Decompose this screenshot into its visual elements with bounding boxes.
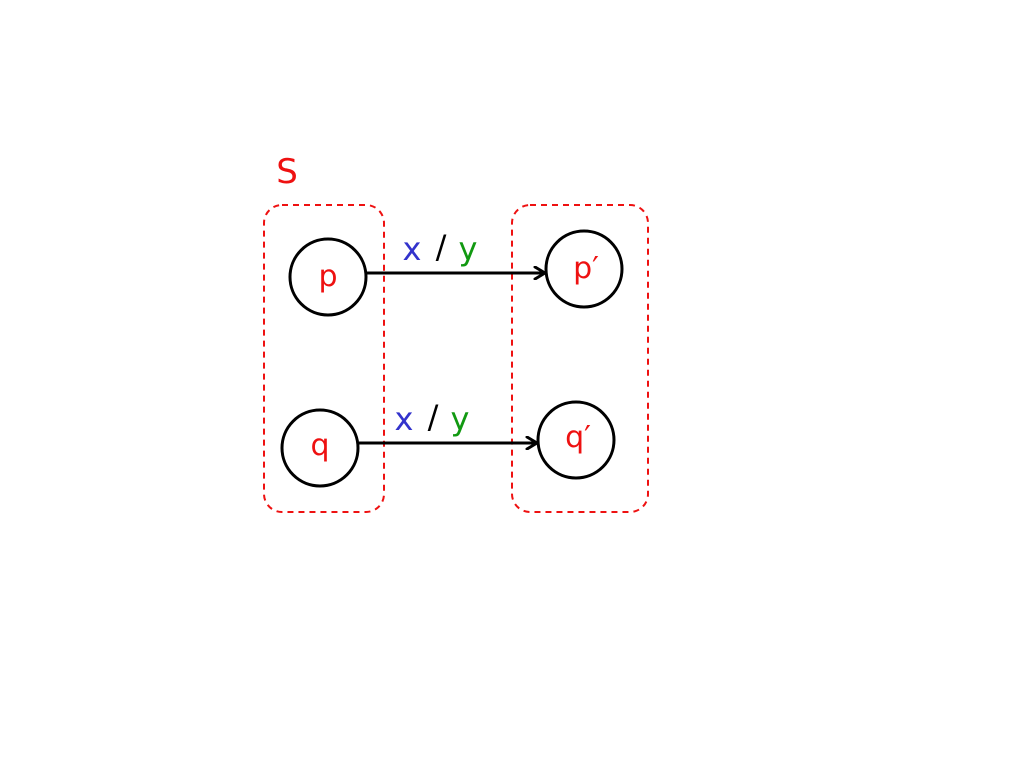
state-q-prime [536, 400, 616, 480]
transition-top-separator: / [436, 228, 447, 266]
state-p-prime [544, 229, 624, 309]
transition-top-input: x [403, 230, 422, 268]
transition-bottom-output: y [451, 400, 470, 438]
state-p-label: p [318, 259, 337, 294]
transition-bottom-input: x [395, 400, 414, 438]
transition-bottom-separator: / [428, 398, 439, 436]
state-p [288, 237, 368, 317]
transition-top-output: y [459, 230, 478, 268]
state-q [280, 408, 360, 488]
state-p-prime-label: p′ [573, 251, 599, 286]
set-label-s: S [276, 152, 298, 192]
state-q-prime-label: q′ [565, 420, 591, 455]
set-s-boundary [263, 204, 385, 513]
successor-set-boundary [511, 204, 649, 513]
state-q-label: q [310, 428, 329, 463]
